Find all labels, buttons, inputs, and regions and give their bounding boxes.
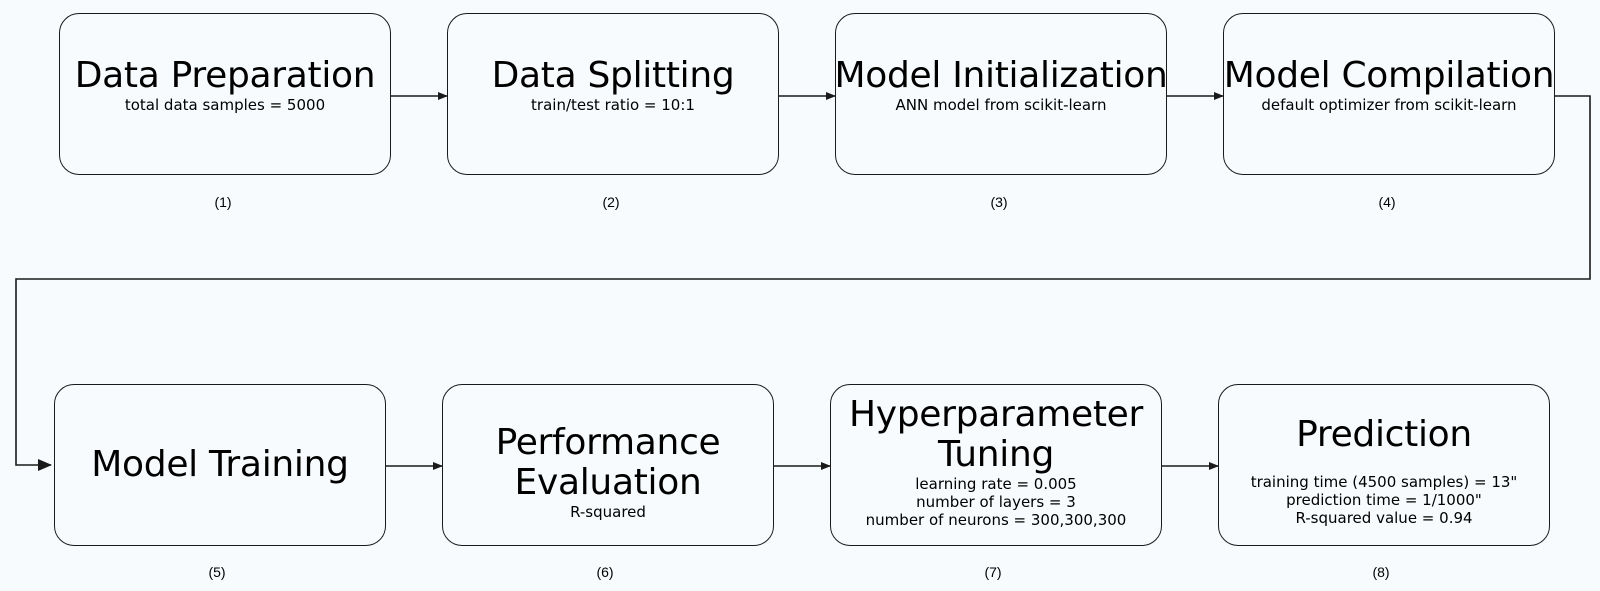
step-model-compilation: Model Compilation default optimizer from… bbox=[1223, 13, 1555, 175]
step-number: (4) bbox=[1378, 194, 1396, 210]
step-detail: learning rate = 0.005 bbox=[915, 475, 1077, 493]
step-detail: R-squared bbox=[570, 503, 646, 521]
step-data-preparation: Data Preparation total data samples = 50… bbox=[59, 13, 391, 175]
step-data-splitting: Data Splitting train/test ratio = 10:1 bbox=[447, 13, 779, 175]
step-hyperparameter-tuning: Hyperparameter Tuning learning rate = 0.… bbox=[830, 384, 1162, 546]
step-title: Model Training bbox=[91, 444, 349, 485]
step-detail: prediction time = 1/1000" bbox=[1286, 491, 1482, 509]
step-detail: number of layers = 3 bbox=[916, 493, 1076, 511]
step-number: (1) bbox=[214, 194, 232, 210]
step-title: Prediction bbox=[1296, 414, 1472, 455]
step-detail: ANN model from scikit-learn bbox=[895, 96, 1107, 114]
step-number: (6) bbox=[596, 564, 614, 580]
step-performance-evaluation: Performance Evaluation R-squared bbox=[442, 384, 774, 546]
step-detail: number of neurons = 300,300,300 bbox=[865, 511, 1127, 529]
step-detail: training time (4500 samples) = 13" bbox=[1250, 473, 1518, 491]
step-detail: train/test ratio = 10:1 bbox=[531, 96, 695, 114]
step-model-initialization: Model Initialization ANN model from scik… bbox=[834, 13, 1168, 175]
step-number: (2) bbox=[602, 194, 620, 210]
step-title: Data Splitting bbox=[491, 55, 735, 96]
arrow-4-5 bbox=[15, 95, 1591, 471]
step-number: (7) bbox=[984, 564, 1002, 580]
step-detail: R-squared value = 0.94 bbox=[1295, 509, 1473, 527]
step-number: (5) bbox=[208, 564, 226, 580]
step-title: Data Preparation bbox=[74, 55, 376, 96]
step-prediction: Prediction training time (4500 samples) … bbox=[1218, 384, 1550, 546]
step-title-line: Hyperparameter bbox=[848, 394, 1144, 435]
step-number: (3) bbox=[990, 194, 1008, 210]
step-detail: total data samples = 5000 bbox=[124, 96, 326, 114]
step-number: (8) bbox=[1372, 564, 1390, 580]
step-title-line: Evaluation bbox=[514, 462, 702, 503]
step-model-training: Model Training bbox=[54, 384, 386, 546]
step-title-line: Performance bbox=[495, 422, 721, 463]
step-title-line: Tuning bbox=[937, 434, 1055, 475]
step-title: Model Initialization bbox=[834, 55, 1168, 96]
step-detail: default optimizer from scikit-learn bbox=[1261, 96, 1517, 114]
step-title: Model Compilation bbox=[1223, 55, 1555, 96]
